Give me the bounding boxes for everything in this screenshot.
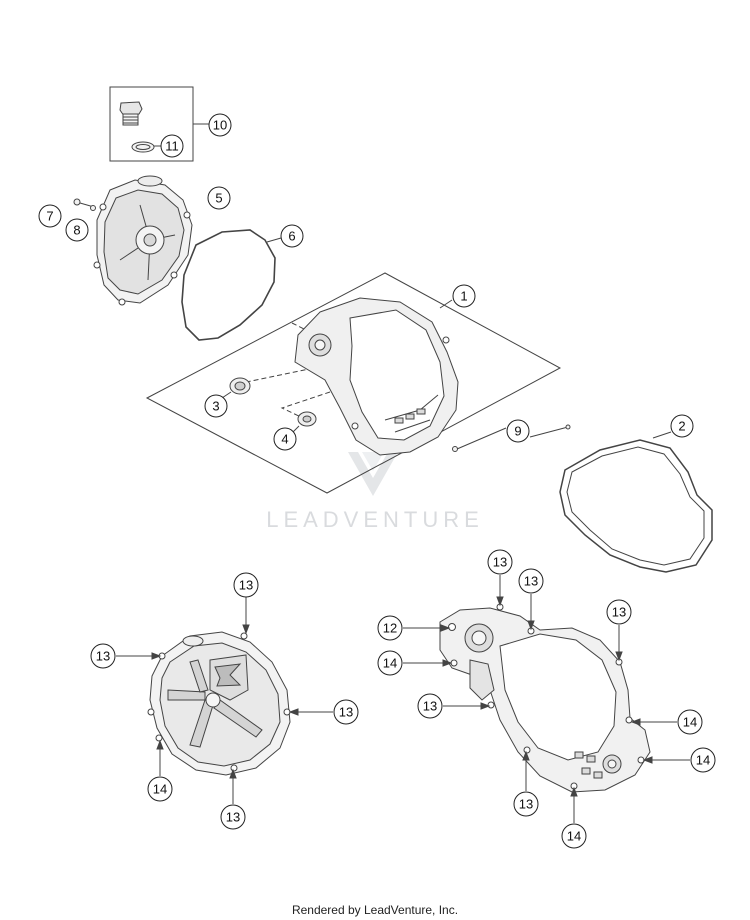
- clutch-cover-installed: [147, 631, 291, 776]
- shaft-seal: [297, 411, 317, 427]
- crankcase-assembly-group: [145, 272, 562, 494]
- callout-13-top-left-cover: 13: [233, 572, 259, 598]
- callout-6-label: 6: [288, 229, 295, 244]
- clutch-cover-exploded: [93, 175, 193, 306]
- callout-14-upper-left: 14: [377, 650, 403, 676]
- callout-6: 6: [280, 224, 304, 248]
- crankcase-gasket: [559, 439, 713, 573]
- callout-13-top-b-label: 13: [524, 574, 538, 589]
- o-ring: [131, 141, 155, 153]
- callout-11-label: 11: [165, 139, 179, 154]
- callout-14-right-lower: 14: [690, 747, 716, 773]
- callout-13-bottom-left-cover: 13: [220, 804, 246, 830]
- callout-1: 1: [452, 284, 476, 308]
- cover-gasket: [181, 229, 276, 341]
- callout-10: 10: [208, 113, 232, 137]
- callout-14-upper-left-label: 14: [383, 656, 397, 671]
- callout-14-bottom-label: 14: [567, 829, 581, 844]
- callout-5: 5: [207, 186, 231, 210]
- callout-12-label: 12: [383, 621, 397, 636]
- callout-5-label: 5: [215, 191, 222, 206]
- callout-13-top-b: 13: [518, 568, 544, 594]
- callout-14-bottom: 14: [561, 823, 587, 849]
- callout-13-left: 13: [90, 643, 116, 669]
- callout-3: 3: [204, 394, 228, 418]
- callout-13-bottom-left-cover-label: 13: [226, 810, 240, 825]
- callout-11: 11: [160, 134, 184, 158]
- callout-9-label: 9: [514, 424, 521, 439]
- oil-filler-plug: [119, 101, 143, 126]
- watermark-text: LEADVENTURE: [266, 507, 484, 532]
- callout-14-right-upper: 14: [677, 709, 703, 735]
- callout-13-top-a-label: 13: [493, 555, 507, 570]
- callout-8-label: 8: [73, 223, 80, 238]
- callout-13-mid-left-label: 13: [423, 699, 437, 714]
- bottom-left-leaders: [116, 597, 333, 804]
- callout-13-top-right-label: 13: [612, 605, 626, 620]
- callout-14-right-lower-label: 14: [696, 753, 710, 768]
- locating-pin: [452, 424, 571, 452]
- callout-13-top-left-cover-label: 13: [239, 578, 253, 593]
- callout-8: 8: [65, 218, 89, 242]
- callout-14-left-cover-label: 14: [153, 782, 167, 797]
- callout-4: 4: [273, 427, 297, 451]
- callout-3-label: 3: [212, 399, 219, 414]
- crankcase-half: [294, 297, 459, 456]
- callout-14-right-upper-label: 14: [683, 715, 697, 730]
- leadventure-watermark: LEADVENTURE: [266, 452, 484, 532]
- footer-credit: Rendered by LeadVenture, Inc.: [291, 903, 459, 917]
- crankcase-installed: [439, 603, 651, 793]
- callout-7-label: 7: [46, 209, 53, 224]
- callout-14-left-cover: 14: [147, 776, 173, 802]
- bearing: [229, 377, 251, 395]
- callout-13-top-a: 13: [487, 549, 513, 575]
- callout-13-top-right: 13: [606, 599, 632, 625]
- cover-screw: [73, 198, 96, 211]
- callout-10-label: 10: [213, 118, 227, 133]
- callout-13-right-left-cover-label: 13: [339, 705, 353, 720]
- callout-7: 7: [38, 204, 62, 228]
- callout-13-right-left-cover: 13: [333, 699, 359, 725]
- callout-13-bottom-label: 13: [519, 797, 533, 812]
- callout-9: 9: [506, 419, 530, 443]
- callout-1-label: 1: [460, 289, 467, 304]
- callout-2-label: 2: [678, 419, 685, 434]
- callout-12: 12: [377, 615, 403, 641]
- callout-13-left-label: 13: [96, 649, 110, 664]
- callout-13-mid-left: 13: [417, 693, 443, 719]
- bottom-right-leaders: [403, 575, 690, 823]
- callouts: 10 11 5 7 8 6 1 3 4 9 2 13 13 13 14 13 1…: [38, 113, 716, 849]
- callout-13-bottom: 13: [513, 791, 539, 817]
- callout-2: 2: [670, 414, 694, 438]
- callout-4-label: 4: [281, 432, 288, 447]
- oil-plug-kit: [109, 86, 209, 162]
